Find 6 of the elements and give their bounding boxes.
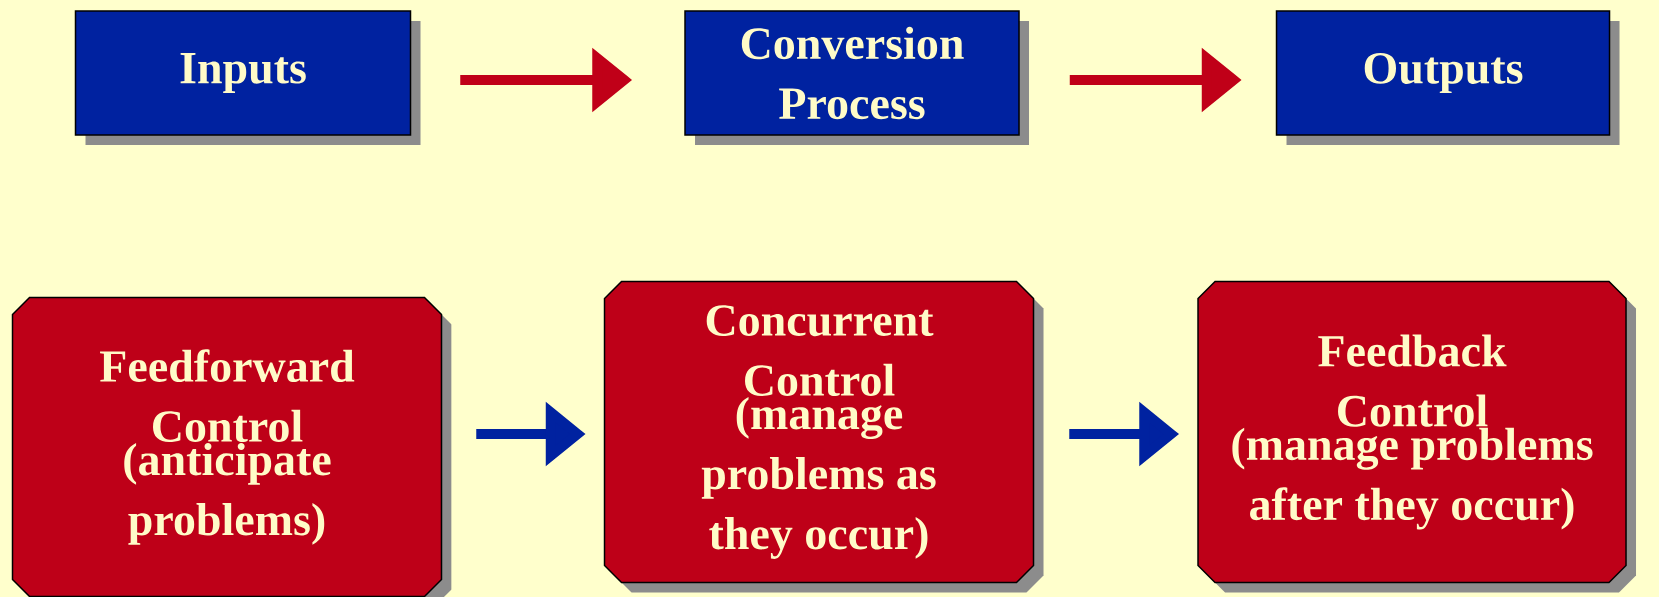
process-box: Feedforward Control (anticipate problems) <box>11 296 452 597</box>
process-box: Feedback Control (manage problems after they occur) <box>1197 280 1636 593</box>
process-box: Concurrent Control (manage problems as they occur) <box>603 280 1044 593</box>
process-box: Inputs <box>74 10 421 145</box>
process-box: Conversion Process <box>684 10 1029 145</box>
process-box: Outputs <box>1275 10 1620 145</box>
